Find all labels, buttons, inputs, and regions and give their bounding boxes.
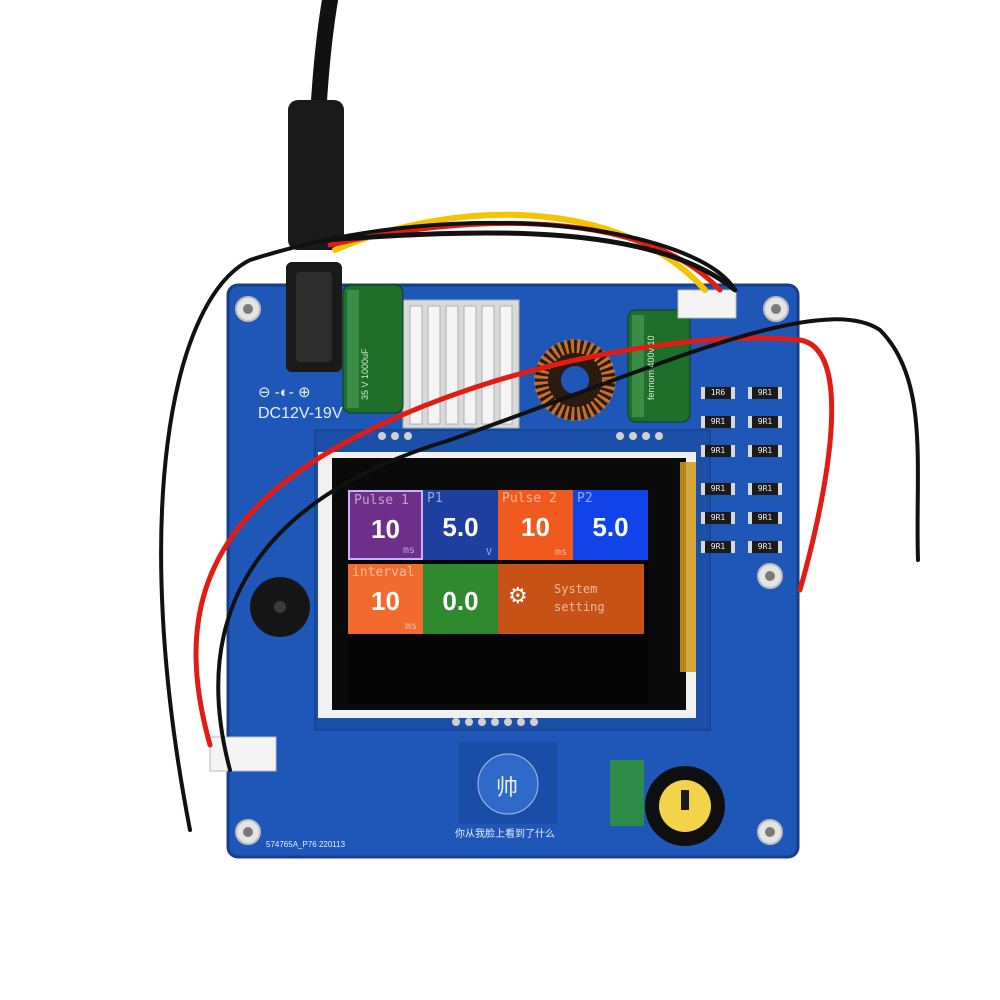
pulse2-tile[interactable]: Pulse 2 10 ms — [498, 490, 573, 560]
capacitor-right — [627, 309, 691, 423]
power-input-label: DC12V-19V — [258, 405, 343, 422]
tile-value: 10 — [521, 512, 550, 542]
system-setting-line1: System — [554, 582, 598, 596]
tile-title: interval — [352, 565, 415, 580]
jst-connector-top — [677, 289, 737, 319]
tile-unit: V — [485, 547, 492, 558]
buzzer — [250, 577, 310, 637]
tile-unit: ms — [404, 621, 417, 632]
logo-silkscreen — [458, 742, 558, 824]
tile-title: Pulse 1 — [354, 493, 409, 508]
resistor: 9R1 — [701, 512, 735, 524]
resistor: 9R1 — [748, 512, 782, 524]
tile-title: P2 — [577, 491, 593, 506]
tile-unit: ms — [402, 545, 415, 556]
tile-unit: ms — [554, 547, 567, 558]
resistor: 9R1 — [748, 387, 782, 399]
resistor: 9R1 — [748, 541, 782, 553]
part-number-label: 574765A_P76 220113 — [266, 840, 346, 849]
flex-cable — [680, 462, 696, 672]
jst-connector-bottom — [209, 736, 277, 772]
p2-tile[interactable]: P2 5.0 — [573, 490, 648, 560]
p1-tile[interactable]: P1 5.0 V — [423, 490, 498, 560]
tile-value: 5.0 — [442, 512, 479, 542]
resistor: 9R1 — [701, 541, 735, 553]
resistor: 1R6 — [701, 387, 735, 399]
pcb-shade — [226, 283, 800, 859]
gear-icon: ⚙ — [508, 584, 528, 609]
tile-title: Pulse 2 — [502, 491, 557, 506]
system-setting-tile[interactable]: ⚙ System setting — [498, 564, 644, 634]
tile-value: 10 — [371, 586, 400, 616]
resistor: 9R1 — [748, 483, 782, 495]
system-setting-line2: setting — [554, 600, 605, 614]
header-pins — [378, 432, 663, 726]
logo-character: 帅 — [496, 775, 519, 800]
lcd-screen: Pulse 1 10 ms P1 5.0 V Pulse 2 10 ms P2 … — [348, 490, 648, 704]
polarity-symbol: ⊖ -◐- ⊕ — [258, 384, 311, 401]
tile-value: 10 — [371, 514, 400, 544]
resistor: 9R1 — [701, 445, 735, 457]
resistor: 9R1 — [748, 416, 782, 428]
capacitor-right-label: fennom 400v 10 — [646, 335, 656, 400]
silkscreen-chinese-text: 你从我脸上看到了什么 — [455, 829, 555, 840]
capacitor-left-label: 35 V 1000uF — [360, 348, 370, 400]
interval-tile[interactable]: interval 10 ms — [348, 564, 423, 634]
tile-title: P1 — [427, 491, 443, 506]
wires — [159, 0, 920, 832]
tile-value: 0.0 — [442, 586, 479, 616]
potentiometer — [610, 760, 725, 846]
dc-jack — [286, 262, 342, 372]
resistor: 9R1 — [701, 416, 735, 428]
mounting-holes — [235, 296, 789, 845]
capacitor-left — [342, 284, 404, 414]
tile-value: 5.0 — [592, 512, 629, 542]
counter-tile[interactable]: 0.0 — [423, 564, 498, 634]
pulse1-tile[interactable]: Pulse 1 10 ms — [348, 490, 423, 560]
resistor: 9R1 — [748, 445, 782, 457]
resistor: 9R1 — [701, 483, 735, 495]
